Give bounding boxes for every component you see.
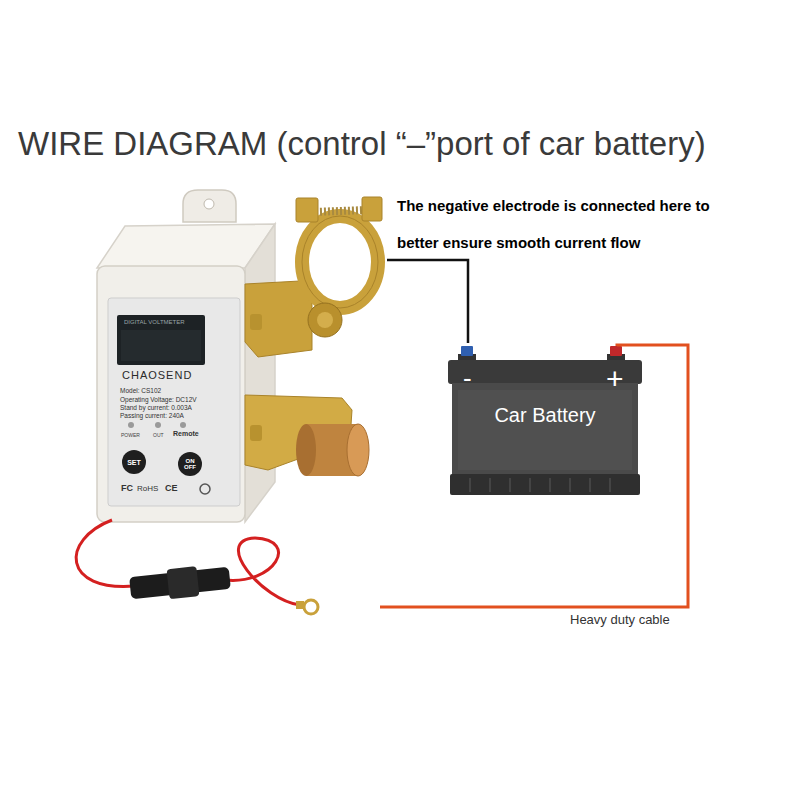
button-text: ON OFF bbox=[180, 458, 200, 470]
led bbox=[128, 422, 134, 428]
display-label: DIGITAL VOLTMETER bbox=[124, 319, 185, 326]
led-label: OUT bbox=[153, 432, 164, 438]
polarity-mark: - bbox=[463, 363, 472, 394]
post-end bbox=[347, 424, 369, 476]
negative-terminal bbox=[461, 346, 473, 356]
mounting-tab bbox=[183, 190, 236, 222]
bolt bbox=[250, 314, 262, 330]
clamp-edge bbox=[302, 216, 378, 308]
led-label: POWER bbox=[121, 432, 140, 438]
battery-switch: DIGITAL VOLTMETER CHAOSEND Model: CS102Ope… bbox=[95, 188, 387, 528]
switch-body bbox=[97, 190, 275, 522]
bolt bbox=[250, 425, 262, 441]
top-terminal-clamp bbox=[245, 197, 382, 357]
fuse-body bbox=[129, 567, 231, 599]
positive-terminal bbox=[610, 346, 622, 356]
bolt-head bbox=[308, 303, 342, 337]
brand-name: CHAOSEND bbox=[122, 369, 192, 382]
negative-wire bbox=[387, 260, 468, 343]
bolt-face bbox=[317, 312, 333, 328]
spec-text: Stand by current: 0.003A bbox=[120, 404, 192, 412]
fused-lead bbox=[76, 520, 318, 614]
brass-bracket bbox=[245, 281, 312, 357]
clamp-ring bbox=[302, 216, 378, 308]
nut bbox=[362, 197, 382, 221]
battery-base bbox=[450, 474, 640, 495]
base-ribs bbox=[470, 478, 610, 492]
red-wire bbox=[225, 538, 300, 605]
display-glass bbox=[121, 330, 201, 361]
display bbox=[117, 315, 205, 365]
label-panel bbox=[108, 298, 240, 506]
housing-top bbox=[97, 224, 275, 268]
spec-text: Passing current: 240A bbox=[120, 412, 184, 420]
button-text: SET bbox=[124, 459, 144, 466]
red-wire bbox=[76, 520, 135, 586]
battery-case bbox=[452, 383, 638, 477]
spec-text: Model: CS102 bbox=[120, 387, 161, 395]
polarity-mark: + bbox=[606, 361, 624, 397]
battery-face bbox=[458, 390, 632, 470]
bottom-terminal-post bbox=[245, 395, 369, 476]
power-button: ON OFF bbox=[178, 452, 202, 476]
led bbox=[155, 422, 161, 428]
housing-front bbox=[97, 266, 245, 522]
post-back bbox=[296, 424, 316, 476]
cert-mark: RoHS bbox=[137, 484, 158, 494]
threaded-rod bbox=[312, 210, 368, 212]
battery-label: Car Battery bbox=[446, 403, 644, 427]
note-text: The negative electrode is connected here… bbox=[397, 187, 742, 261]
led bbox=[180, 422, 186, 428]
led-label: Remote bbox=[173, 430, 199, 438]
cable-label: Heavy duty cable bbox=[570, 612, 670, 628]
cert-mark: FC bbox=[121, 483, 133, 494]
set-button: SET bbox=[122, 450, 146, 474]
fuse-cap bbox=[166, 566, 199, 599]
fuse-holder bbox=[129, 563, 232, 603]
spec-text: Operating Voltage: DC12V bbox=[120, 396, 197, 404]
recycle-symbol bbox=[200, 484, 210, 494]
heavy-duty-cable bbox=[380, 345, 688, 607]
mounting-hole bbox=[204, 199, 214, 209]
housing-side bbox=[245, 224, 275, 522]
car-battery-box: - + Car Battery bbox=[446, 343, 644, 497]
cert-mark: CE bbox=[165, 483, 178, 494]
diagram-title: WIRE DIAGRAM (control “–”port of car bat… bbox=[18, 124, 706, 164]
nut bbox=[296, 198, 318, 222]
ring-terminal bbox=[304, 600, 318, 614]
